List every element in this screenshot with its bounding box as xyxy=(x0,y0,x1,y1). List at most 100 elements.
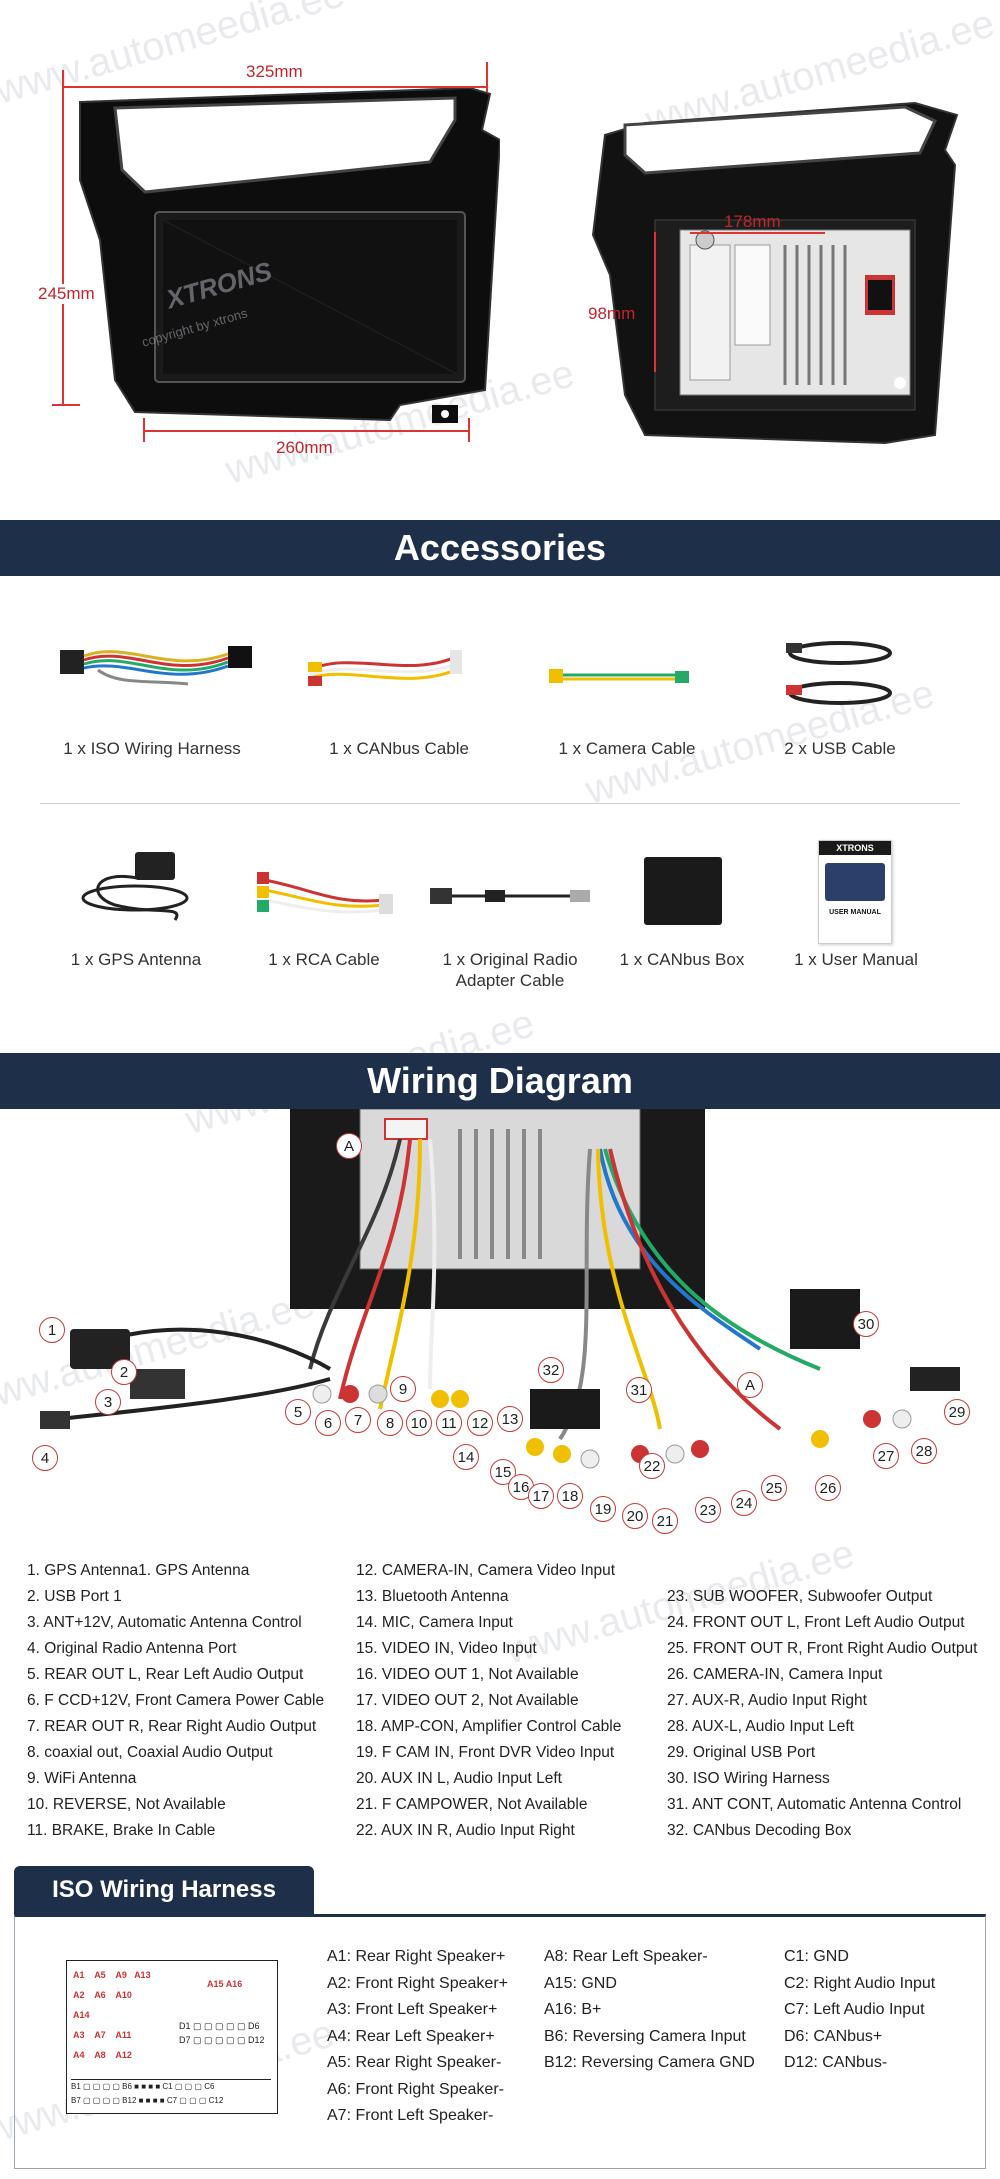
legend-item: 7. REAR OUT R, Rear Right Audio Output xyxy=(27,1718,317,1735)
callout: 5 xyxy=(285,1399,311,1425)
pinout-item: A8: Rear Left Speaker- xyxy=(544,1948,708,1965)
pinout-item: A2: Front Right Speaker+ xyxy=(327,1974,508,1992)
legend-item: 31. ANT CONT, Automatic Antenna Control xyxy=(667,1796,962,1813)
pin-label: C6 xyxy=(204,2082,215,2091)
marker-a: A xyxy=(737,1372,763,1398)
back-height-line xyxy=(654,232,656,372)
pin-label: A6 xyxy=(94,1990,106,2000)
legend-item: 30. ISO Wiring Harness xyxy=(667,1770,830,1787)
legend-item: 17. VIDEO OUT 2, Not Available xyxy=(356,1692,579,1709)
legend-item: 12. CAMERA-IN, Camera Video Input xyxy=(356,1562,616,1579)
radio-adapter-icon xyxy=(430,888,590,904)
legend-item: 10. REVERSE, Not Available xyxy=(27,1796,226,1813)
pin-label: D6 xyxy=(248,2021,260,2031)
dimensions-section: XTRONS copyright by xtrons 325mm 245mm 2… xyxy=(0,0,1000,520)
callout: 10 xyxy=(406,1410,432,1436)
callout: 15 xyxy=(490,1459,516,1485)
accessory-label: 1 x ISO Wiring Harness xyxy=(63,739,241,758)
callout: 2 xyxy=(111,1359,137,1385)
callout: 25 xyxy=(761,1475,787,1501)
pin-label: A7 xyxy=(94,2030,106,2040)
wiring-diagram-header: Wiring Diagram xyxy=(0,1053,1000,1109)
legend-item: 21. F CAMPOWER, Not Available xyxy=(356,1796,588,1813)
pin-label: A14 xyxy=(73,2010,90,2020)
pin-label: A11 xyxy=(115,2030,132,2040)
legend-item: 5. REAR OUT L, Rear Left Audio Output xyxy=(27,1666,304,1683)
wiring-legend-col-1: 1. GPS Antenna1. GPS Antenna 2. USB Port… xyxy=(27,1558,324,1844)
iso-pinout-col-2: A8: Rear Left Speaker- A15: GND A16: B+ … xyxy=(544,1944,755,2077)
accessory-label: 1 x Camera Cable xyxy=(558,739,696,758)
callout: 30 xyxy=(853,1311,879,1337)
callout: 23 xyxy=(695,1497,721,1523)
pin-label: A10 xyxy=(115,1990,132,2000)
pin-label: A15 xyxy=(207,1979,224,1989)
iso-connector-diagram: A1 A5 A9 A13 A2 A6 A10 A14 A3 A7 A11 A4 … xyxy=(66,1960,278,2114)
pinout-item: D6: CANbus+ xyxy=(784,2027,883,2045)
pinout-item: B6: Reversing Camera Input xyxy=(544,2027,746,2045)
pin-label: C1 xyxy=(162,2082,173,2091)
pinout-item: A1: Rear Right Speaker+ xyxy=(327,1948,506,1965)
callout: 24 xyxy=(731,1490,757,1516)
accessory-label: 1 x RCA Cable xyxy=(268,950,380,969)
back-width-label: 178mm xyxy=(724,212,781,231)
accessory-label: 1 x Original Radio Adapter Cable xyxy=(442,950,578,990)
pin-label: A5 xyxy=(94,1970,106,1980)
accessories-header: Accessories xyxy=(0,520,1000,576)
iso-harness-icon xyxy=(60,646,252,686)
callout: 16 xyxy=(508,1474,534,1500)
pin-label: A9 xyxy=(115,1970,127,1980)
legend-item: 14. MIC, Camera Input xyxy=(356,1614,513,1631)
accessory-label: 1 x CANbus Cable xyxy=(329,739,469,758)
marker-a: A xyxy=(336,1133,362,1159)
callout: 4 xyxy=(32,1445,58,1471)
height-left-label: 245mm xyxy=(38,284,95,304)
pin-label: B7 xyxy=(71,2096,81,2105)
pin-label: A3 xyxy=(73,2030,85,2040)
callout: 26 xyxy=(815,1475,841,1501)
accessory-label: 1 x CANbus Box xyxy=(619,950,745,969)
callout: 11 xyxy=(436,1410,462,1436)
usb-cable-icon xyxy=(786,641,892,705)
legend-item: 18. AMP-CON, Amplifier Control Cable xyxy=(356,1718,622,1735)
wiring-legend-col-3: 23. SUB WOOFER, Subwoofer Output 24. FRO… xyxy=(667,1584,977,1844)
callout: 27 xyxy=(873,1443,899,1469)
legend-item: 8. coaxial out, Coaxial Audio Output xyxy=(27,1744,273,1761)
callout: 12 xyxy=(467,1410,493,1436)
pin-label: D12 xyxy=(248,2035,265,2045)
callout: 20 xyxy=(622,1503,648,1529)
canbus-box-icon xyxy=(644,857,722,925)
user-manual-icon: XTRONS USER MANUAL xyxy=(818,840,892,944)
pin-label: C7 xyxy=(166,2096,178,2105)
pin-label: B1 xyxy=(71,2082,81,2091)
callout: 32 xyxy=(538,1357,564,1383)
legend-item: 22. AUX IN R, Audio Input Right xyxy=(356,1822,575,1839)
wiring-diagram-image xyxy=(40,1109,960,1469)
width-bottom-label: 260mm xyxy=(276,438,333,457)
pinout-item: A4: Rear Left Speaker+ xyxy=(327,2027,495,2045)
legend-item: 32. CANbus Decoding Box xyxy=(667,1822,852,1839)
pinout-item: A3: Front Left Speaker+ xyxy=(327,2001,498,2018)
pin-label: B6 xyxy=(122,2082,132,2091)
legend-item: 23. SUB WOOFER, Subwoofer Output xyxy=(667,1588,933,1605)
pin-label: A13 xyxy=(134,1970,151,1980)
callout: 17 xyxy=(528,1483,554,1509)
pin-label: A1 xyxy=(73,1970,85,1980)
legend-item: 11. BRAKE, Brake In Cable xyxy=(27,1822,216,1839)
callout: 1 xyxy=(39,1317,65,1343)
callout: 9 xyxy=(390,1376,416,1402)
callout: 31 xyxy=(626,1377,652,1403)
iso-harness-header: ISO Wiring Harness xyxy=(14,1866,314,1914)
legend-item: 19. F CAM IN, Front DVR Video Input xyxy=(356,1744,615,1761)
width-top-label: 325mm xyxy=(246,62,303,81)
legend-item: 28. AUX-L, Audio Input Left xyxy=(667,1718,854,1735)
legend-item: 1. GPS Antenna1. GPS Antenna xyxy=(27,1562,250,1579)
callout: 28 xyxy=(911,1438,937,1464)
callout: 8 xyxy=(377,1410,403,1436)
gps-antenna-icon xyxy=(81,852,189,921)
legend-item: 2. USB Port 1 xyxy=(27,1588,122,1605)
iso-pinout-col-3: C1: GND C2: Right Audio Input C7: Left A… xyxy=(784,1944,935,2077)
legend-item: 16. VIDEO OUT 1, Not Available xyxy=(356,1666,579,1683)
bottom-tick-right xyxy=(468,418,470,442)
pin-label: D7 xyxy=(179,2035,191,2045)
bottom-width-line xyxy=(143,430,469,432)
